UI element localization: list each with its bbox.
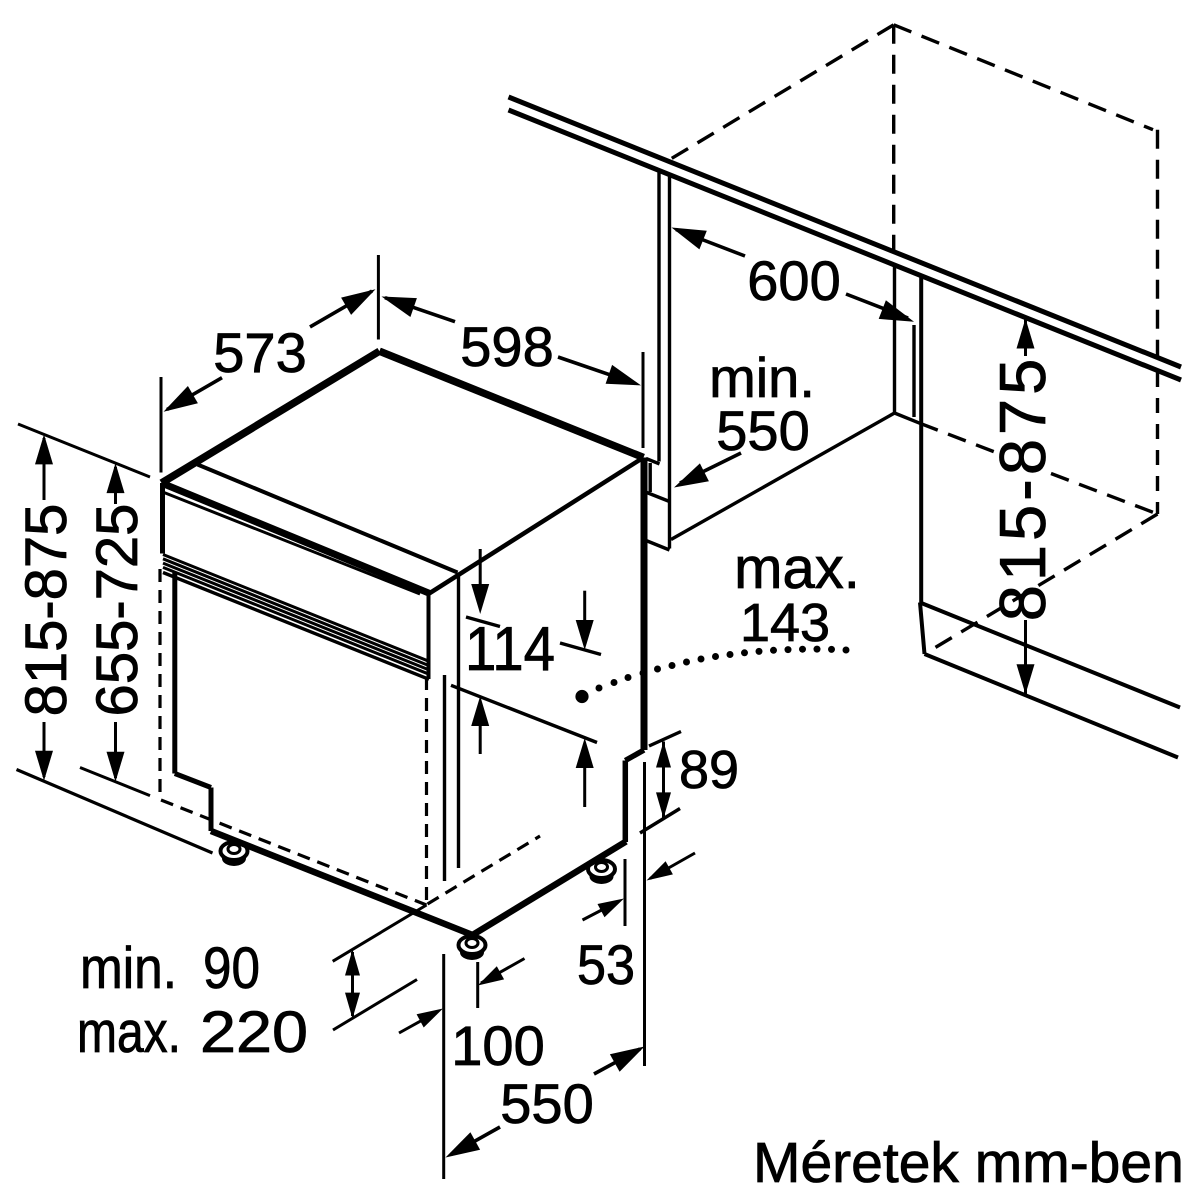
svg-text:max.: max. bbox=[734, 536, 860, 601]
svg-text:550: 550 bbox=[500, 1072, 593, 1135]
svg-text:550: 550 bbox=[716, 399, 809, 462]
svg-text:573: 573 bbox=[213, 321, 306, 384]
svg-text:min.: min. bbox=[80, 936, 177, 1001]
svg-text:100: 100 bbox=[451, 1014, 544, 1077]
svg-text:655-725: 655-725 bbox=[85, 504, 150, 717]
svg-text:114: 114 bbox=[465, 615, 555, 684]
svg-text:815-875: 815-875 bbox=[14, 504, 79, 717]
svg-text:Méretek mm-ben: Méretek mm-ben bbox=[753, 1131, 1184, 1195]
svg-text:815-875: 815-875 bbox=[986, 355, 1059, 622]
svg-text:598: 598 bbox=[460, 315, 553, 378]
svg-text:max.: max. bbox=[77, 1000, 181, 1065]
svg-text:89: 89 bbox=[679, 740, 739, 800]
svg-text:90: 90 bbox=[203, 936, 260, 1001]
svg-text:143: 143 bbox=[740, 593, 830, 653]
svg-text:min.: min. bbox=[709, 346, 815, 409]
svg-text:53: 53 bbox=[577, 933, 635, 996]
svg-text:220: 220 bbox=[200, 1000, 308, 1065]
svg-text:600: 600 bbox=[747, 249, 840, 312]
